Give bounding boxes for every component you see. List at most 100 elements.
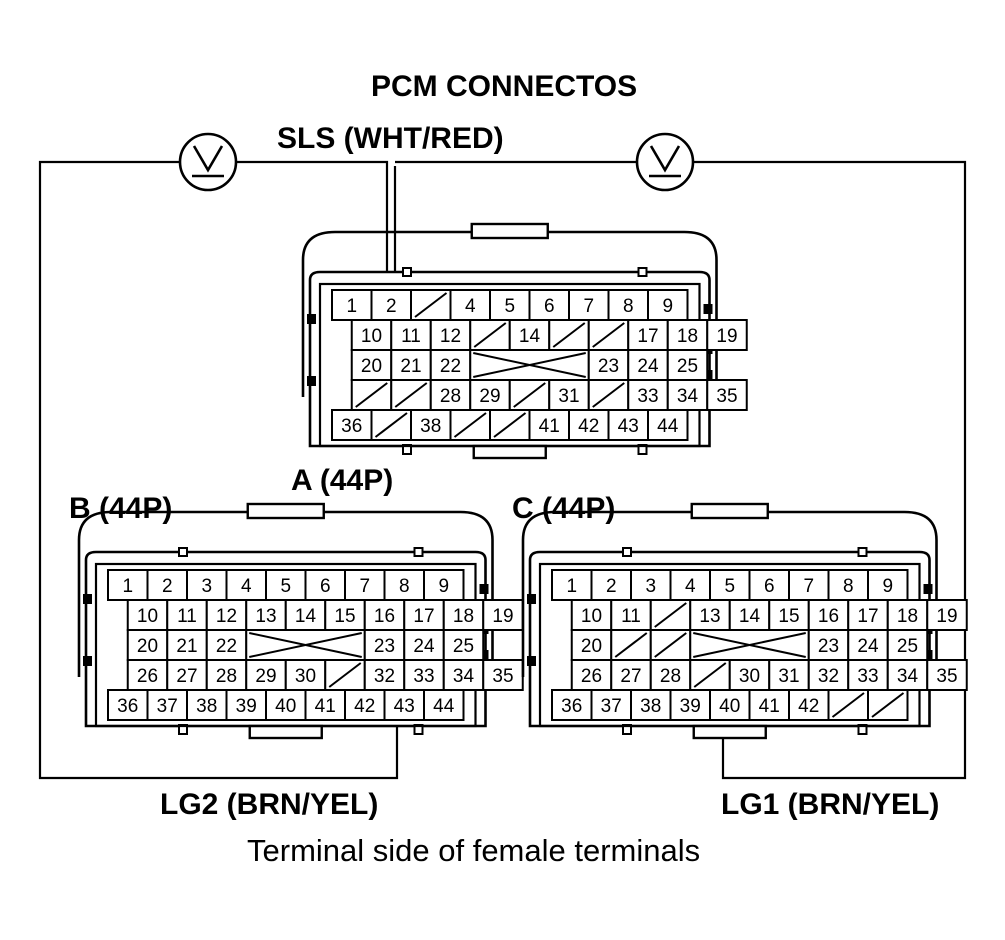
terminal-8: 8 [827, 569, 869, 601]
empty-cavity [508, 379, 551, 411]
latch-marker [527, 656, 536, 666]
terminal-number: 34 [677, 386, 699, 407]
terminal-number: 2 [386, 296, 397, 317]
terminal-number: 5 [724, 576, 735, 597]
terminal-number: 36 [341, 416, 362, 437]
terminal-33: 33 [847, 659, 889, 691]
terminal-15: 15 [768, 599, 810, 631]
terminal-36: 36 [107, 689, 149, 721]
terminal-2: 2 [146, 569, 188, 601]
terminal-number: 14 [739, 606, 761, 627]
latch-marker [307, 314, 316, 324]
lock-tab [246, 502, 325, 520]
bottom-key [692, 724, 767, 740]
terminal-2: 2 [590, 569, 632, 601]
terminal-15: 15 [324, 599, 366, 631]
terminal-number: 23 [598, 356, 619, 377]
terminal-number: 43 [394, 696, 415, 717]
terminal-number: 42 [798, 696, 819, 717]
wire [38, 160, 399, 780]
terminal-28: 28 [649, 659, 692, 691]
terminal-number: 14 [519, 326, 541, 347]
terminal-number: 24 [637, 356, 659, 377]
alignment-tab [413, 547, 424, 557]
terminal-19: 19 [706, 319, 748, 351]
terminal-31: 31 [548, 379, 590, 411]
terminal-number: 10 [581, 606, 602, 627]
terminal-number: 2 [162, 576, 173, 597]
terminal-number: 41 [759, 696, 780, 717]
terminal-12: 12 [429, 319, 472, 351]
terminal-number: 6 [320, 576, 331, 597]
terminal-41: 41 [748, 689, 790, 721]
lock-tab [690, 502, 769, 520]
lg2-wire-label: LG2 (BRN/YEL) [160, 788, 379, 821]
terminal-number: 35 [936, 666, 957, 687]
terminal-number: 24 [857, 636, 879, 657]
terminal-number: 26 [581, 666, 602, 687]
lg1-wire-label: LG1 (BRN/YEL) [721, 788, 940, 821]
terminal-number: 30 [295, 666, 316, 687]
terminal-number: 17 [857, 606, 878, 627]
terminal-41: 41 [304, 689, 346, 721]
terminal-18: 18 [886, 599, 929, 631]
empty-cavity [469, 319, 511, 351]
terminal-number: 38 [420, 416, 441, 437]
terminal-24: 24 [403, 629, 445, 661]
terminal-11: 11 [166, 599, 208, 631]
terminal-number: 27 [620, 666, 641, 687]
alignment-tab [402, 267, 412, 277]
terminal-number: 31 [778, 666, 799, 687]
latch-marker [527, 594, 536, 604]
terminal-18: 18 [442, 599, 485, 631]
terminal-number: 12 [440, 326, 461, 347]
terminal-number: 7 [803, 576, 814, 597]
terminal-number: 7 [583, 296, 594, 317]
terminal-4: 4 [225, 569, 267, 601]
terminal-21: 21 [390, 349, 432, 381]
terminal-7: 7 [568, 289, 610, 321]
empty-cavity [587, 379, 630, 411]
terminal-24: 24 [627, 349, 669, 381]
terminal-33: 33 [627, 379, 669, 411]
terminal-4: 4 [449, 289, 491, 321]
terminal-number: 35 [492, 666, 513, 687]
terminal-number: 2 [606, 576, 617, 597]
terminal-16: 16 [807, 599, 850, 631]
terminal-26: 26 [126, 659, 169, 691]
terminal-1: 1 [551, 569, 593, 601]
voltmeters [178, 132, 695, 192]
terminal-6: 6 [304, 569, 346, 601]
terminal-5: 5 [265, 569, 307, 601]
terminal-number: 25 [897, 636, 918, 657]
terminal-43: 43 [383, 689, 425, 721]
empty-cavity [827, 689, 869, 721]
terminal-10: 10 [126, 599, 169, 631]
terminal-38: 38 [410, 409, 452, 441]
wire [236, 160, 389, 166]
terminal-number: 9 [882, 576, 893, 597]
terminal-18: 18 [666, 319, 709, 351]
terminal-number: 15 [778, 606, 799, 627]
terminal-number: 30 [739, 666, 760, 687]
terminal-14: 14 [284, 599, 327, 631]
terminal-2: 2 [370, 289, 412, 321]
terminal-17: 17 [627, 319, 669, 351]
terminal-number: 39 [236, 696, 257, 717]
terminal-42: 42 [568, 409, 610, 441]
terminal-34: 34 [442, 659, 485, 691]
diagram-title: PCM CONNECTOS [371, 70, 638, 103]
empty-cavity [649, 599, 692, 631]
terminal-3: 3 [630, 569, 672, 601]
terminal-28: 28 [429, 379, 472, 411]
terminal-20: 20 [570, 629, 613, 661]
terminal-number: 3 [201, 576, 212, 597]
sls-wire-label: SLS (WHT/RED) [277, 122, 504, 155]
terminal-number: 39 [680, 696, 701, 717]
terminal-number: 23 [818, 636, 839, 657]
latch-marker [479, 584, 489, 594]
terminal-number: 29 [479, 386, 500, 407]
